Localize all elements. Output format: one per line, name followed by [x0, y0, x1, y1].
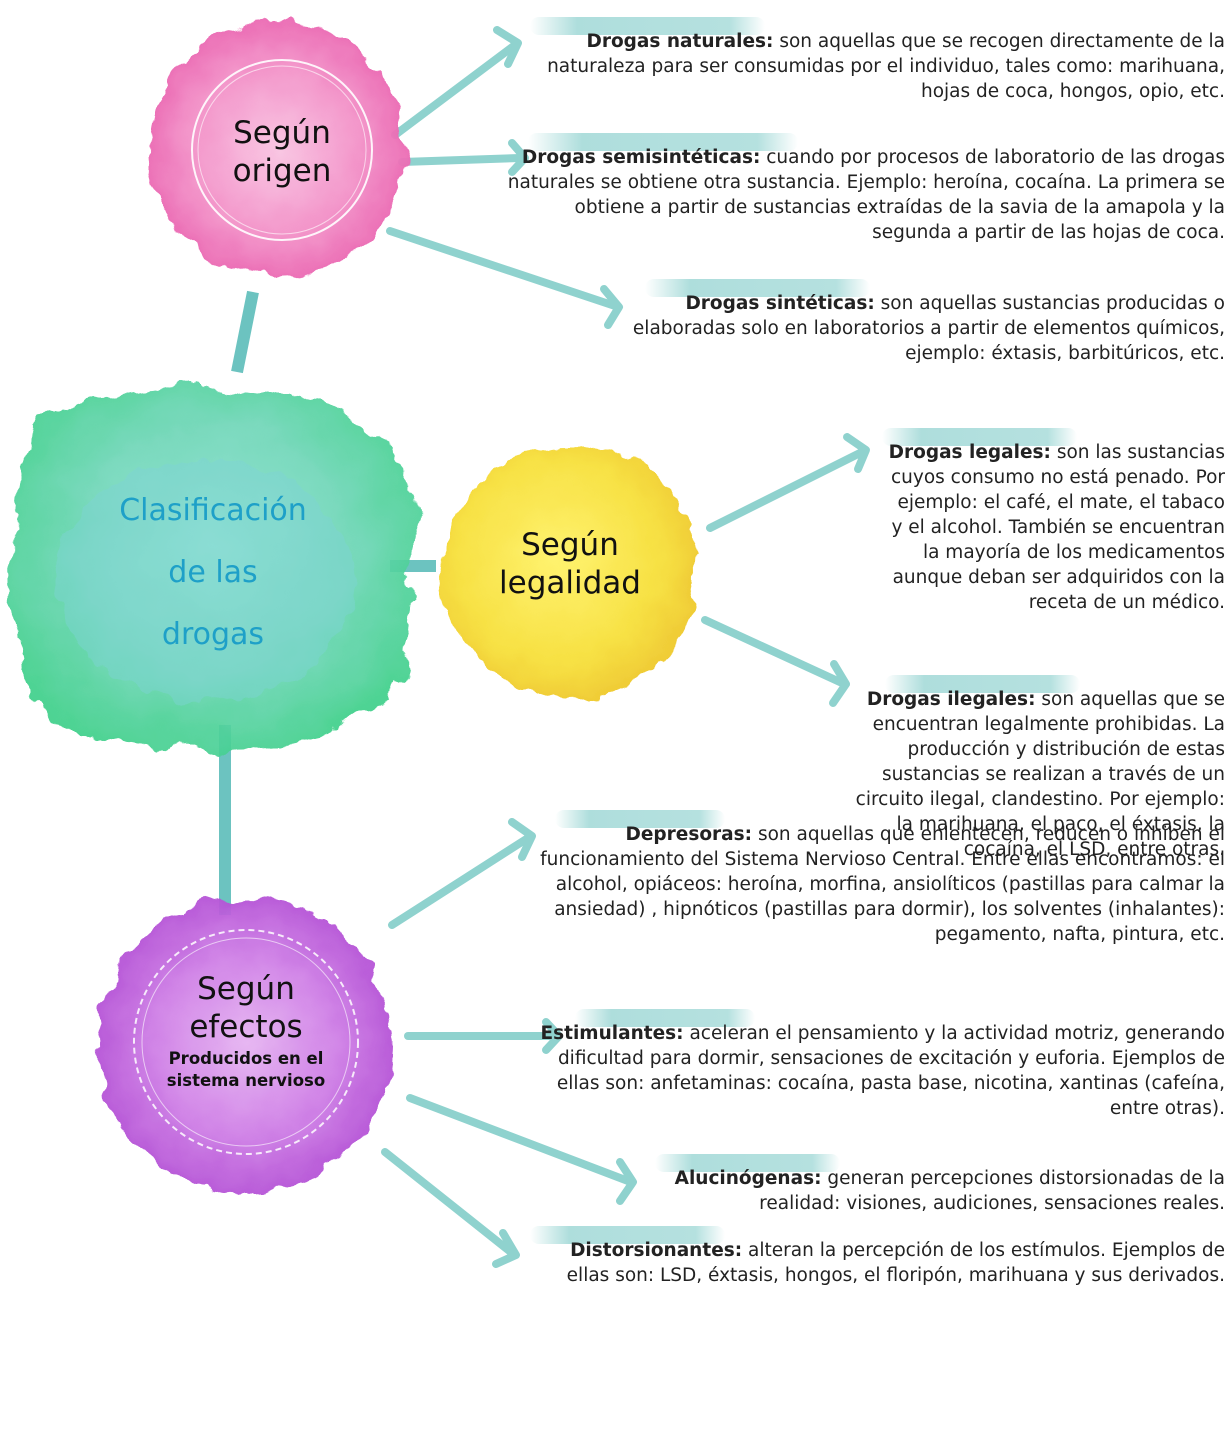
- efectos-subtitle-line2: sistema nervioso: [166, 1071, 326, 1090]
- distorsionantes-paragraph: Distorsionantes: alteran la percepción d…: [530, 1238, 1225, 1288]
- legales-paragraph: Drogas legales: son las sustancias cuyos…: [882, 440, 1225, 615]
- alucinogenas-text: generan percepciones distorsionadas de l…: [759, 1168, 1225, 1214]
- estimulantes-highlight: [575, 1009, 755, 1027]
- efectos-title-line2: efectos: [189, 1009, 303, 1045]
- arrow-efectos-alucinogenas: [406, 1094, 637, 1205]
- origen-node: Según origen: [182, 114, 382, 190]
- semisinteticas-paragraph: Drogas semisintéticas: cuando por proces…: [498, 145, 1225, 245]
- origen-blob: [148, 22, 404, 278]
- arrow-origen-semisinteticas: [398, 139, 529, 176]
- legalidad-node: Según legalidad: [470, 526, 670, 602]
- arrow-legalidad-ilegales: [701, 616, 850, 707]
- semisinteticas-block: Drogas semisintéticas: cuando por proces…: [498, 133, 1225, 245]
- connector-origen-center: [231, 290, 259, 374]
- legalidad-title-line1: Según: [521, 527, 619, 563]
- alucinogenas-highlight: [655, 1154, 840, 1172]
- depresoras-term: Depresoras:: [625, 824, 753, 845]
- efectos-title-line1: Según: [197, 971, 295, 1007]
- sinteticas-text: son aquellas sustancias producidas o ela…: [632, 293, 1225, 364]
- alucinogenas-paragraph: Alucinógenas: generan percepciones disto…: [635, 1166, 1225, 1216]
- ilegales-highlight: [885, 675, 1080, 693]
- estimulantes-paragraph: Estimulantes: aceleran el pensamiento y …: [540, 1021, 1225, 1121]
- center-node: Clasificación de las drogas: [95, 480, 331, 666]
- naturales-text: son aquellas que se recogen directamente…: [547, 31, 1225, 102]
- alucinogenas-term: Alucinógenas:: [674, 1168, 822, 1189]
- distorsionantes-text: alteran la percepción de los estímulos. …: [566, 1240, 1225, 1286]
- ilegales-paragraph: Drogas ilegales: son aquellas que se enc…: [855, 687, 1225, 862]
- depresoras-text: son aquellas que enlentecen, reducen o i…: [540, 824, 1225, 945]
- legales-block: Drogas legales: son las sustancias cuyos…: [882, 428, 1225, 615]
- sinteticas-paragraph: Drogas sintéticas: son aquellas sustanci…: [625, 291, 1225, 366]
- center-title-line3: drogas: [161, 617, 265, 652]
- ilegales-block: Drogas ilegales: son aquellas que se enc…: [855, 675, 1225, 862]
- origen-title-line1: Según: [233, 115, 331, 151]
- semisinteticas-highlight: [528, 133, 798, 151]
- arrow-efectos-distorsionantes: [381, 1148, 520, 1268]
- naturales-paragraph: Drogas naturales: son aquellas que se re…: [520, 29, 1225, 104]
- efectos-subtitle-line1: Producidos en el: [168, 1049, 324, 1068]
- center-title-line1: Clasificación: [119, 493, 307, 528]
- ilegales-text: son aquellas que se encuentran legalment…: [855, 689, 1225, 860]
- estimulantes-block: Estimulantes: aceleran el pensamiento y …: [540, 1009, 1225, 1121]
- origen-title-line2: origen: [232, 153, 332, 189]
- center-title-line2: de las: [168, 555, 258, 590]
- legalidad-title-line2: legalidad: [499, 565, 641, 601]
- sinteticas-highlight: [645, 279, 870, 297]
- ilegales-term: Drogas ilegales:: [866, 689, 1036, 710]
- arrow-origen-naturales: [391, 26, 522, 139]
- alucinogenas-block: Alucinógenas: generan percepciones disto…: [635, 1154, 1225, 1216]
- estimulantes-term: Estimulantes:: [540, 1023, 684, 1044]
- semisinteticas-term: Drogas semisintéticas:: [521, 147, 761, 168]
- legales-term: Drogas legales:: [888, 442, 1051, 463]
- distorsionantes-block: Distorsionantes: alteran la percepción d…: [530, 1226, 1225, 1288]
- semisinteticas-text: cuando por procesos de laboratorio de la…: [507, 147, 1225, 243]
- sinteticas-term: Drogas sintéticas:: [685, 293, 875, 314]
- arrow-efectos-estimulantes: [404, 1018, 563, 1054]
- distorsionantes-term: Distorsionantes:: [570, 1240, 743, 1261]
- arrow-origen-sinteticas: [386, 227, 623, 329]
- naturales-term: Drogas naturales:: [586, 31, 774, 52]
- arrow-efectos-depresoras: [388, 818, 536, 929]
- distorsionantes-highlight: [530, 1226, 725, 1244]
- depresoras-block: Depresoras: son aquellas que enlentecen,…: [540, 810, 1225, 947]
- estimulantes-text: aceleran el pensamiento y la actividad m…: [556, 1023, 1225, 1119]
- depresoras-paragraph: Depresoras: son aquellas que enlentecen,…: [540, 822, 1225, 947]
- efectos-blob: [97, 897, 393, 1193]
- arrow-legalidad-legales: [706, 433, 870, 532]
- sinteticas-block: Drogas sintéticas: son aquellas sustanci…: [625, 279, 1225, 366]
- efectos-node: Según efectos Producidos en el sistema n…: [140, 970, 352, 1092]
- naturales-highlight: [530, 17, 765, 35]
- legales-highlight: [882, 428, 1077, 446]
- center-blob: [13, 385, 413, 749]
- naturales-block: Drogas naturales: son aquellas que se re…: [520, 17, 1225, 104]
- legales-text: son las sustancias cuyos consumo no está…: [890, 442, 1225, 613]
- depresoras-highlight: [555, 810, 725, 828]
- legalidad-blob: [442, 444, 698, 700]
